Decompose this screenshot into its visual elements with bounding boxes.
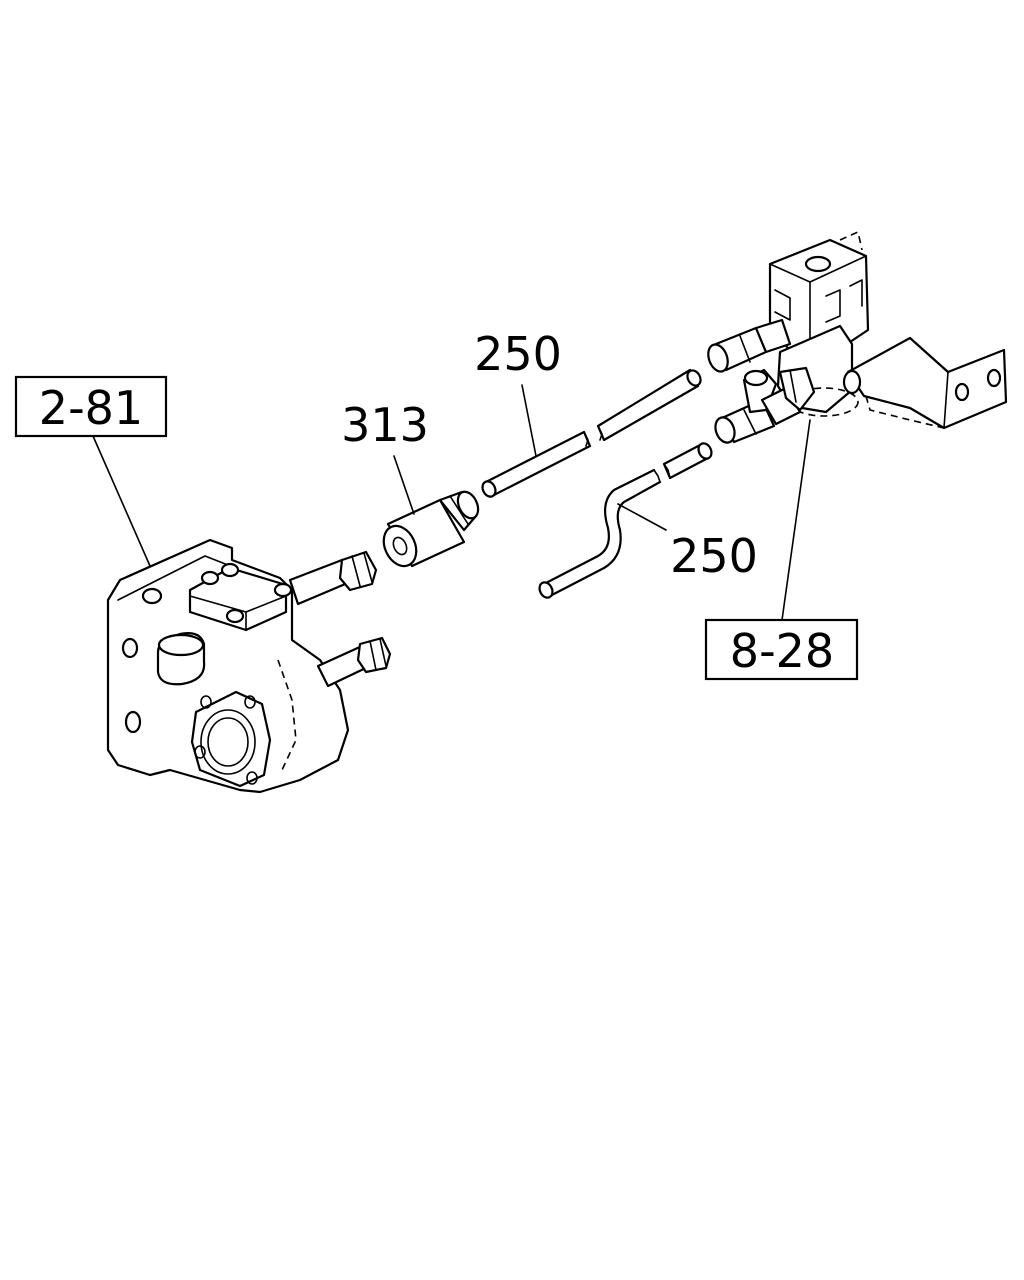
part-250-straight-tube bbox=[481, 368, 702, 498]
part-313-connector bbox=[382, 490, 480, 568]
ref-label-2-81: 2-81 bbox=[39, 381, 143, 435]
leader-313 bbox=[393, 455, 415, 515]
leader-250-lower bbox=[617, 503, 667, 531]
ref-box-2-81 bbox=[14, 375, 168, 438]
leader-250-upper bbox=[521, 384, 537, 457]
leader-lines bbox=[92, 384, 811, 621]
ref-label-8-28: 8-28 bbox=[730, 624, 834, 678]
callout-2-81: 2-81 bbox=[14, 375, 168, 438]
pump-housing bbox=[106, 538, 392, 794]
ref-box-8-28 bbox=[704, 618, 859, 681]
part-label-250-lower: 250 bbox=[670, 529, 758, 583]
callout-8-28: 8-28 bbox=[704, 618, 859, 681]
valve-assembly bbox=[707, 230, 1008, 444]
part-label-250-upper: 250 bbox=[474, 327, 562, 381]
leader-8-28 bbox=[781, 419, 811, 621]
part-label-313: 313 bbox=[341, 398, 429, 452]
leader-2-81 bbox=[92, 435, 151, 567]
